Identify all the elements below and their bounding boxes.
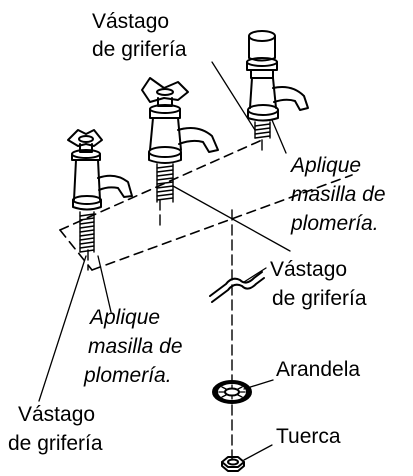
middle-faucet — [141, 77, 219, 203]
putty-label-left-line3: plomería. — [84, 364, 172, 387]
right-stem-icon — [254, 121, 271, 139]
spring-clip-icon — [209, 271, 265, 303]
washer-label: Arandela — [276, 358, 361, 381]
stem-label-top-line1: Vástago — [92, 10, 170, 33]
stem-label-bottom-line1: Vástago — [18, 403, 96, 426]
putty-label-right-line1: Aplique — [291, 154, 362, 177]
stem-label-bottom-line2: de grifería — [8, 432, 103, 455]
right-lever-handle-icon — [246, 30, 278, 79]
stem-label-mid-line1: Vástago — [270, 258, 348, 281]
middle-faucet-body-icon — [148, 117, 219, 164]
leader-lines — [38, 61, 291, 461]
putty-label-right-line2: masilla de — [291, 183, 386, 206]
assembly-axes — [87, 139, 263, 463]
nut-label: Tuerca — [276, 425, 341, 448]
left-stem-icon — [79, 211, 95, 253]
left-cross-handle-icon — [67, 129, 103, 161]
right-faucet — [246, 30, 309, 139]
washer-icon — [212, 380, 252, 404]
middle-cross-handle-icon — [141, 77, 189, 119]
putty-label-left-line1: Aplique — [90, 306, 161, 329]
left-faucet-body-icon — [72, 159, 133, 211]
right-faucet-body-icon — [247, 77, 309, 122]
left-faucet — [67, 129, 133, 253]
stem-label-mid-line2: de grifería — [272, 287, 367, 310]
stem-label-top-line2: de grifería — [92, 38, 187, 61]
middle-stem-icon — [156, 163, 174, 203]
putty-label-left-line2: masilla de — [88, 335, 183, 358]
putty-label-right-line3: plomería. — [291, 212, 379, 235]
nut-icon — [221, 456, 245, 472]
